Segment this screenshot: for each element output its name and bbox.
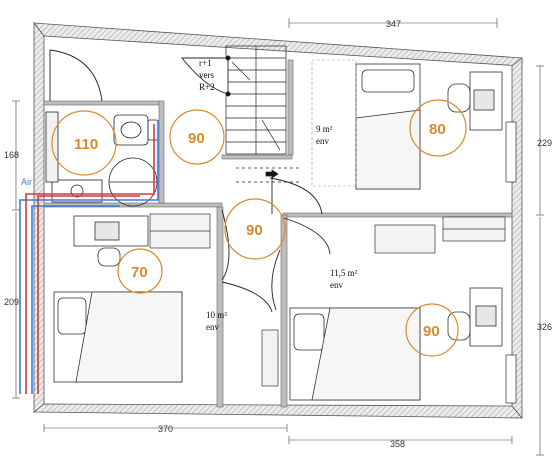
room-11-area: 11,5 m² (330, 268, 358, 278)
circle-label-2: 90 (188, 130, 205, 147)
bed-top-right (355, 63, 421, 190)
circle-label-1: 110 (74, 136, 98, 153)
dim-left-lower: 209 (4, 297, 19, 307)
dimension-lines (12, 18, 544, 456)
staircase (225, 45, 300, 183)
stair-label-line2: vers (199, 70, 214, 80)
desk-top-right (447, 71, 503, 131)
sound-circles (51, 99, 467, 357)
doors (49, 49, 331, 313)
dashed-closet (311, 59, 357, 187)
dim-top: 347 (386, 19, 401, 29)
bed-bottom-left (53, 291, 183, 383)
circle-label-5: 70 (131, 264, 148, 281)
dim-bottom-right: 358 (390, 439, 405, 449)
dim-bottom-left: 370 (158, 424, 173, 434)
dim-right-upper: 229 (537, 138, 552, 148)
bed-bottom-right (289, 307, 421, 401)
dim-right-lower: 326 (537, 322, 552, 332)
bathroom-fixtures (45, 111, 159, 207)
wardrobe-left (149, 213, 211, 249)
air-label: Air (21, 177, 32, 187)
interior-walls (43, 59, 513, 408)
room-10-area: 10 m² (206, 310, 227, 320)
stair-landing-door (181, 55, 231, 97)
radiator-middle (261, 329, 279, 387)
wardrobe-right (374, 216, 506, 254)
room-10-env: env (206, 322, 219, 332)
stair-label-line3: R+2 (199, 82, 215, 92)
desk-left (73, 215, 149, 267)
circle-label-4: 90 (246, 222, 263, 239)
room-9-env: env (316, 136, 329, 146)
room-11-env: env (330, 280, 343, 290)
circle-label-6: 90 (423, 323, 440, 340)
room-9-area: 9 m² (316, 124, 333, 134)
outer-walls (32, 21, 523, 420)
circle-label-3: 80 (429, 121, 446, 138)
air-ducts (19, 120, 159, 394)
desk-bottom-right (447, 287, 503, 347)
stair-label-line1: r+1 (199, 58, 212, 68)
dim-left-upper: 168 (4, 150, 19, 160)
windows (505, 121, 517, 404)
